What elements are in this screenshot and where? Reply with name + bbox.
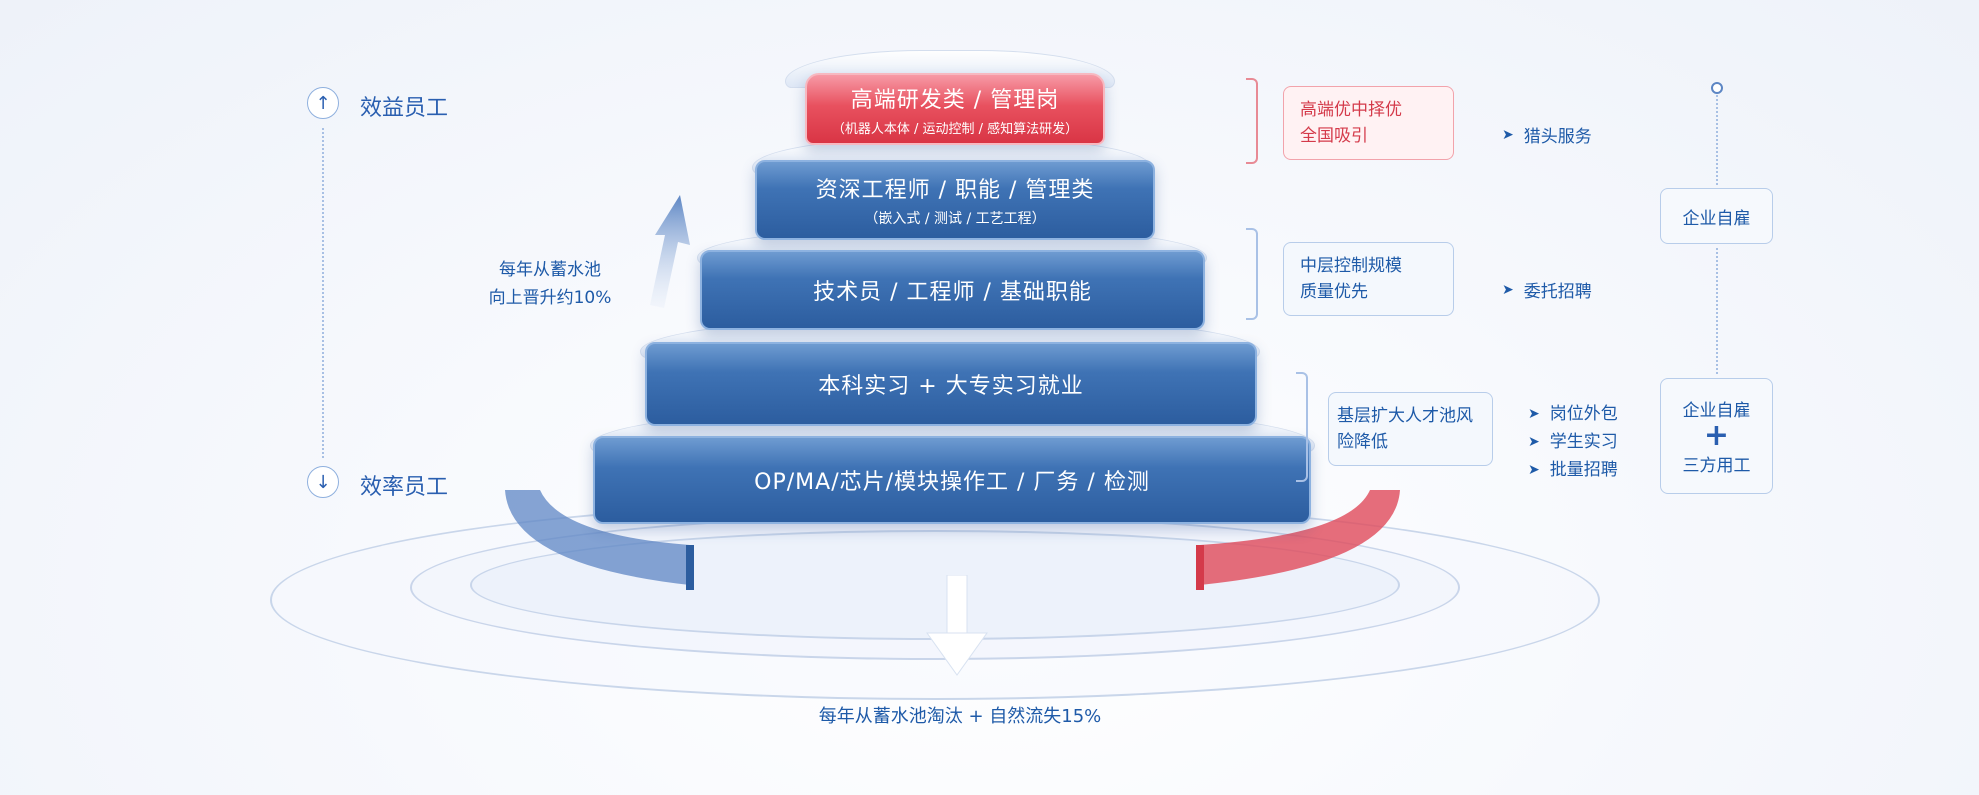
chevron-icon: ➤ (1528, 462, 1540, 478)
tier-3-title: 技术员 / 工程师 / 基础职能 (813, 280, 1092, 305)
method-item: ➤ 批量招聘 (1528, 456, 1618, 484)
bracket-middle (1246, 228, 1258, 320)
method-label: 猎头服务 (1523, 127, 1592, 147)
box-line-2: 三方用工 (1682, 456, 1751, 476)
axis-dotted-line (322, 128, 324, 458)
tier-1-subtitle: （机器人本体 / 运动控制 / 感知算法研发） (831, 121, 1079, 137)
tier-1-title: 高端研发类 / 管理岗 (850, 87, 1060, 113)
tier-2-subtitle: （嵌入式 / 测试 / 工艺工程） (864, 211, 1046, 227)
callout-senior-line-1: 高端优中择优 (1300, 100, 1402, 120)
callout-middle-line-2: 质量优先 (1300, 282, 1368, 302)
bottom-axis-label: 效率员工 (360, 475, 449, 500)
callout-senior: 高端优中择优 全国吸引 (1283, 86, 1454, 160)
box-line-1: 企业自雇 (1682, 401, 1751, 421)
methods-top: ➤ 猎头服务 (1502, 122, 1592, 148)
callout-senior-line-2: 全国吸引 (1300, 126, 1368, 146)
promotion-arrow-icon (650, 195, 690, 308)
bottom-text: 每年从蓄水池淘汰 + 自然流失15% (818, 706, 1102, 727)
methods-bottom: ➤ 岗位外包 ➤ 学生实习 ➤ 批量招聘 (1528, 400, 1618, 484)
callout-base: 基层扩大人才池风 险降低 (1328, 392, 1493, 466)
method-item: ➤ 委托招聘 (1502, 277, 1592, 303)
method-label: 岗位外包 (1549, 404, 1618, 424)
bracket-top (1246, 78, 1258, 164)
tier-operator: OP/MA/芯片/模块操作工 / 厂务 / 检测 (593, 436, 1311, 524)
bracket-bottom (1296, 372, 1308, 482)
methods-middle: ➤ 委托招聘 (1502, 277, 1592, 303)
down-arrow-icon: ↓ (307, 466, 339, 498)
base-arc-blue (505, 490, 694, 590)
method-label: 委托招聘 (1523, 282, 1592, 302)
plus-icon: + (1703, 418, 1730, 453)
chevron-icon: ➤ (1502, 126, 1514, 143)
base-arc-red (1196, 490, 1400, 590)
method-item: ➤ 猎头服务 (1502, 122, 1592, 148)
method-label: 学生实习 (1549, 432, 1618, 452)
promotion-line-1: 每年从蓄水池 (499, 260, 601, 280)
promotion-line-2: 向上晋升约10% (488, 288, 612, 308)
tier-4-title: 本科实习 + 大专实习就业 (818, 374, 1084, 399)
tier-5-title: OP/MA/芯片/模块操作工 / 厂务 / 检测 (754, 470, 1150, 495)
callout-base-line-1: 基层扩大人才池风 (1337, 406, 1473, 426)
callout-middle-line-1: 中层控制规模 (1300, 256, 1402, 276)
callout-base-line-2: 险降低 (1337, 432, 1388, 452)
chevron-icon: ➤ (1528, 434, 1540, 450)
tier-senior-engineer: 资深工程师 / 职能 / 管理类 （嵌入式 / 测试 / 工艺工程） (755, 160, 1155, 240)
top-axis-label: 效益员工 (360, 96, 449, 121)
callout-middle: 中层控制规模 质量优先 (1283, 242, 1454, 316)
box-mixed-employment: 企业自雇 + 三方用工 (1660, 378, 1773, 494)
promotion-text: 每年从蓄水池 向上晋升约10% (475, 256, 625, 312)
up-arrow-icon: ↑ (307, 87, 339, 119)
chevron-icon: ➤ (1502, 281, 1514, 298)
method-label: 批量招聘 (1549, 460, 1618, 480)
method-item: ➤ 岗位外包 (1528, 400, 1618, 428)
right-dotted-line-top (1716, 95, 1718, 185)
right-dot-icon (1711, 82, 1723, 94)
down-arrow-large-icon (926, 575, 988, 676)
tier-technician: 技术员 / 工程师 / 基础职能 (700, 250, 1205, 330)
tier-intern: 本科实习 + 大专实习就业 (645, 342, 1257, 426)
tier-senior-rd: 高端研发类 / 管理岗 （机器人本体 / 运动控制 / 感知算法研发） (805, 73, 1105, 145)
method-item: ➤ 学生实习 (1528, 428, 1618, 456)
right-dotted-line-bottom (1716, 248, 1718, 374)
chevron-icon: ➤ (1528, 406, 1540, 422)
box-self-employed: 企业自雇 (1660, 188, 1773, 244)
tier-2-title: 资深工程师 / 职能 / 管理类 (815, 178, 1095, 203)
